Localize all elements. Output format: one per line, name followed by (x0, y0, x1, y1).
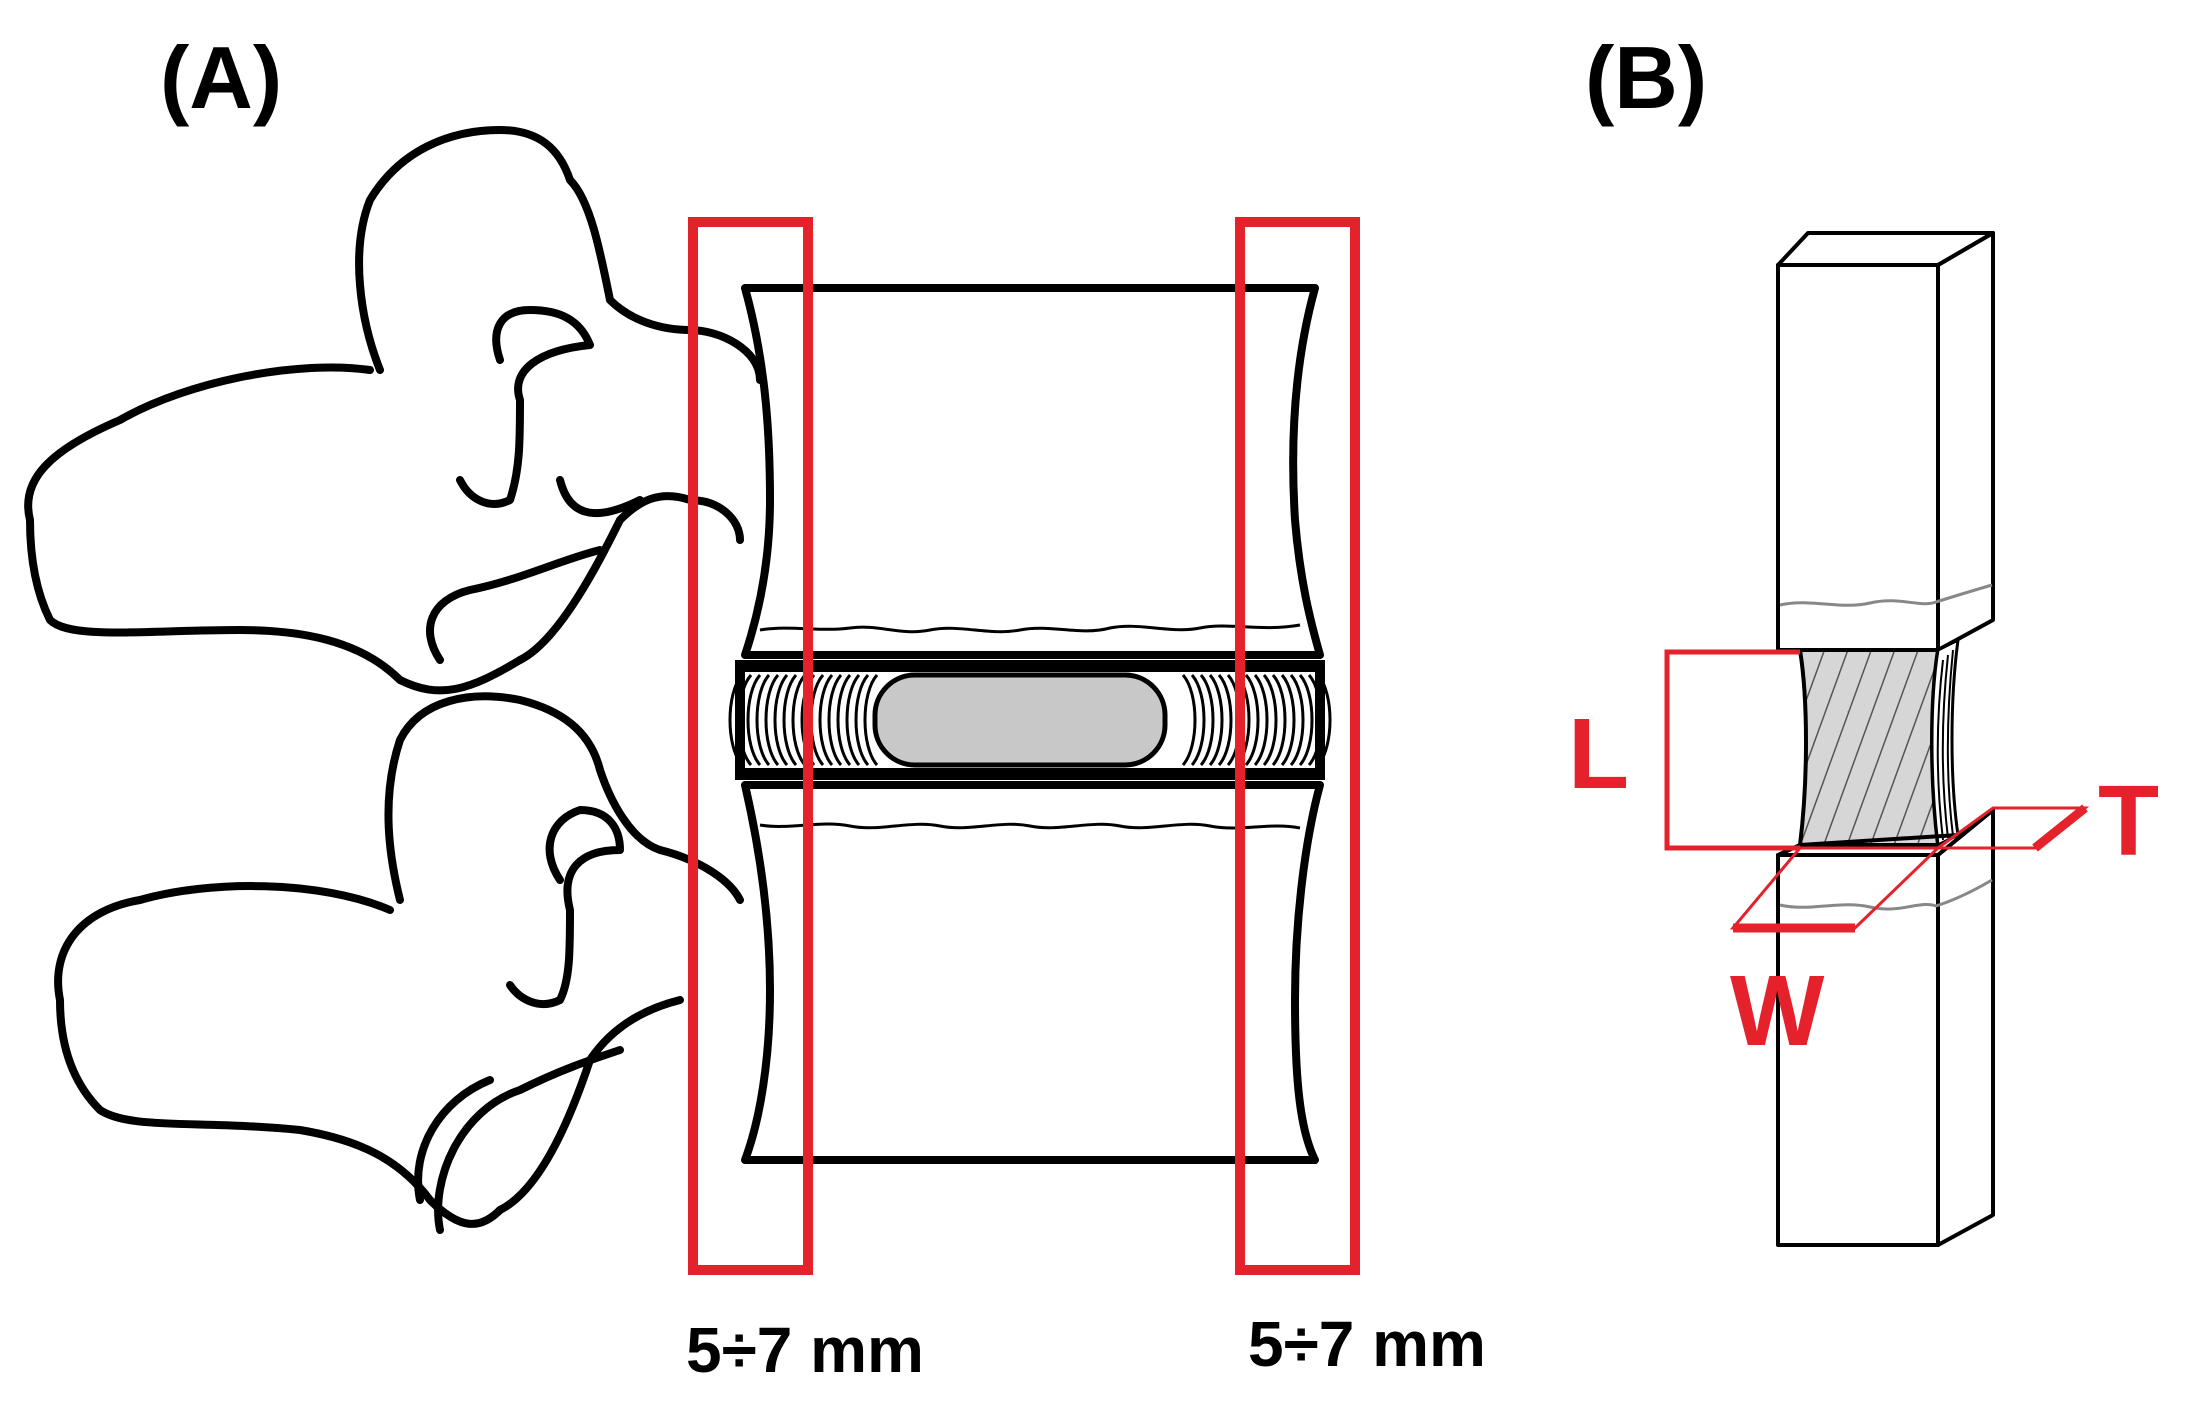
annulus-arc-left (836, 674, 852, 766)
thickness-marker (2032, 804, 2088, 852)
dimension-annotations: L W T (1568, 649, 2159, 1067)
width-outline (1729, 846, 1942, 930)
annulus-arc-left (854, 674, 870, 766)
annulus-arc-right (1181, 674, 1197, 766)
nucleus-pulposus (872, 672, 1168, 768)
lower-grip-side (1936, 808, 1995, 1247)
annulus-arc-left (755, 674, 771, 766)
annulus-arc-left (737, 674, 753, 766)
annulus-arc-right (1280, 674, 1296, 766)
upper-articular-process (355, 126, 694, 374)
width-label: W (1730, 955, 1825, 1067)
upper-grip-side (1936, 231, 1995, 652)
vertebral-column (728, 284, 1332, 1164)
annulus-arc-left (764, 674, 780, 766)
panel-a-label: (A) (160, 28, 282, 127)
lower-articular-process (384, 692, 664, 904)
upper-grip-front (1776, 263, 1940, 652)
annulus-arc-left (863, 674, 879, 766)
annulus-arc-right (1262, 674, 1278, 766)
length-bracket (1664, 649, 1800, 851)
panel-b: (B) L W T (1568, 28, 2159, 1247)
intervertebral-disc (728, 660, 1332, 780)
annulus-arc-right (1199, 674, 1215, 766)
annulus-fibrosus (728, 674, 1332, 766)
upper-grip-fracture (1779, 583, 1993, 607)
annulus-arc-right (1307, 674, 1323, 766)
annulus-arc-left (782, 674, 798, 766)
annulus-arc-right (1298, 674, 1314, 766)
gauge-section (1797, 648, 1941, 847)
lower-spinous-process (54, 882, 504, 1228)
annulus-arc-left (818, 674, 834, 766)
length-label: L (1568, 698, 1629, 810)
annulus-arc-right (1316, 674, 1332, 766)
annulus-arc-left (746, 674, 762, 766)
annulus-arc-right (1190, 674, 1206, 766)
thickness-label: T (2098, 765, 2159, 877)
lower-vertebral-body (741, 781, 1324, 1164)
lower-facet (506, 806, 624, 1008)
annulus-arc-right (1208, 674, 1224, 766)
right-cortical-region (1235, 217, 1360, 1275)
annulus-arc-left (728, 674, 744, 766)
annulus-arc-right (1289, 674, 1305, 766)
annulus-arc-right (1271, 674, 1287, 766)
annulus-arc-left (773, 674, 789, 766)
test-specimen (1776, 231, 1995, 1247)
annulus-arc-left (845, 674, 861, 766)
posterior-elements (24, 126, 764, 1234)
upper-endplate (759, 623, 1301, 634)
panel-b-label: (B) (1585, 28, 1707, 127)
annulus-arc-right (1217, 674, 1233, 766)
lower-lamina (414, 846, 744, 1204)
gauge-lamella-lines (1936, 649, 1954, 841)
upper-pedicle (516, 326, 764, 664)
upper-lamina (426, 476, 644, 664)
lower-grip-fracture (1779, 878, 1993, 911)
upper-grip-top (1776, 231, 1995, 267)
annulus-arc-left (827, 674, 843, 766)
annulus-arc-right (1253, 674, 1269, 766)
upper-vertebral-body (741, 284, 1324, 659)
annulus-arc-left (791, 674, 807, 766)
right-width-label: 5÷7 mm (1248, 1308, 1486, 1380)
panel-a: (A) (24, 28, 1486, 1386)
lower-pedicle (434, 996, 684, 1234)
annulus-arc-right (1244, 674, 1260, 766)
upper-spinous-process (24, 363, 524, 695)
lower-endplate (759, 822, 1301, 830)
left-cortical-region (688, 217, 813, 1275)
upper-facet (456, 306, 594, 508)
left-width-label: 5÷7 mm (686, 1314, 924, 1386)
